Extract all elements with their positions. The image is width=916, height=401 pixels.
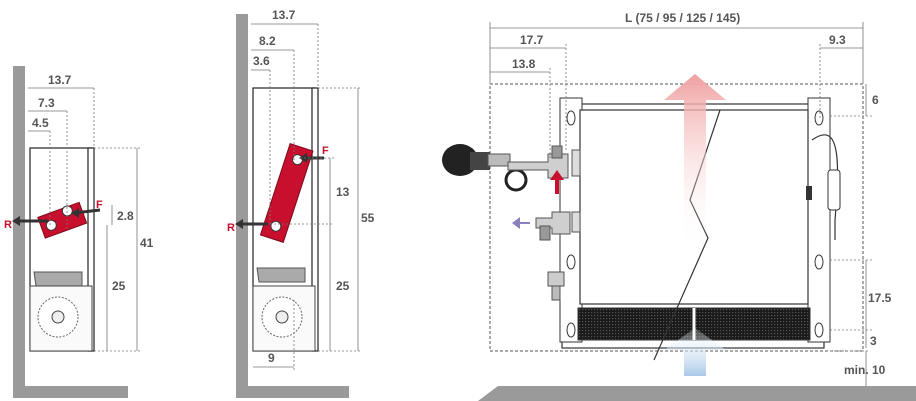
side-view-2: R F 13.7 8.2 3.6 13 55 25 9 [227, 8, 375, 398]
return-label: R [4, 219, 12, 231]
dim-13: 13 [336, 185, 350, 199]
dim-6: 6 [872, 93, 879, 107]
dim-8-2: 8.2 [259, 34, 276, 48]
dim-length: L (75 / 95 / 125 / 145) [625, 11, 740, 25]
dim-13-8: 13.8 [512, 57, 536, 71]
drip-tray [33, 271, 83, 287]
floor [13, 386, 128, 398]
dim-13-7: 13.7 [272, 8, 296, 22]
dim-7-3: 7.3 [38, 96, 55, 110]
heat-exchanger [259, 142, 314, 243]
dim-2-8: 2.8 [117, 209, 134, 223]
side-view-1: R F 13.7 7.3 4.5 2.8 41 25 [4, 66, 154, 398]
dim-9: 9 [268, 351, 275, 365]
thermostatic-valve [442, 144, 581, 192]
dim-3: 3 [870, 334, 877, 348]
floor [236, 386, 349, 398]
cable-loop [811, 134, 839, 240]
warm-air-arrow [664, 74, 726, 250]
dim-13-7: 13.7 [48, 73, 72, 87]
return-label: R [227, 222, 235, 234]
dim-17-5: 17.5 [868, 291, 892, 305]
lockshield-valve [535, 211, 581, 241]
thermostat-head-icon [442, 144, 478, 176]
dim-55: 55 [361, 211, 375, 225]
return-arrow-purple [512, 217, 530, 229]
cool-air-arrow [664, 328, 726, 376]
wall [13, 66, 25, 396]
front-view: L (75 / 95 / 125 / 145) 17.7 13.8 9.3 6 … [442, 11, 916, 401]
flow-label: F [322, 145, 329, 157]
dim-25: 25 [336, 279, 350, 293]
dim-41: 41 [140, 236, 154, 250]
dim-9-3: 9.3 [829, 33, 846, 47]
dim-3-6: 3.6 [253, 54, 270, 68]
wall [236, 14, 248, 396]
flow-label: F [96, 199, 103, 211]
drip-tray [256, 267, 306, 283]
unit-outline [489, 83, 864, 352]
dim-25: 25 [112, 279, 126, 293]
floor [478, 386, 916, 401]
condensate-drain [547, 271, 565, 301]
dim-min-10: min. 10 [844, 363, 886, 377]
dim-17-7: 17.7 [520, 33, 544, 47]
flow-arrow-red [550, 170, 564, 194]
connector-icon [827, 169, 841, 211]
dim-4-5: 4.5 [32, 116, 49, 130]
